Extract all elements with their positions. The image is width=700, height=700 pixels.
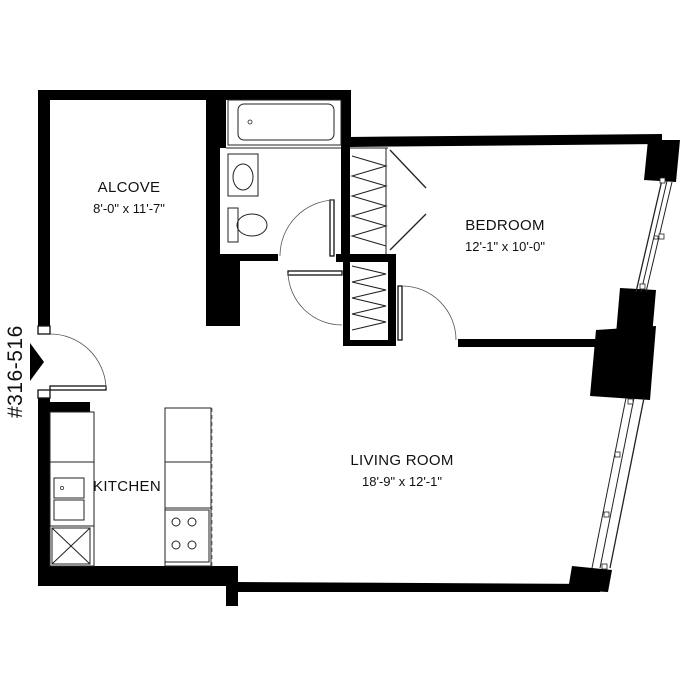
kitchen-sink (53, 477, 85, 521)
bedroom-dimensions: 12'-1" x 10'-0" (465, 239, 545, 254)
bathtub (227, 99, 342, 146)
bedroom-closet (350, 147, 427, 254)
bathroom-door (279, 199, 335, 257)
alcove-dimensions: 8'-0" x 11'-7" (93, 201, 165, 216)
entry-door (37, 325, 107, 399)
hall-closet (351, 265, 387, 331)
toilet (227, 207, 268, 243)
living-room-label: LIVING ROOM (350, 452, 453, 469)
unit-number: #316-516 (4, 325, 27, 418)
window-wall (591, 177, 673, 570)
kitchen-counter-left (49, 411, 95, 567)
walls (38, 90, 680, 606)
bedroom-label: BEDROOM (465, 217, 545, 234)
living-room-dimensions: 18'-9" x 12'-1" (362, 474, 442, 489)
dishwasher (51, 527, 91, 565)
hall-door (287, 270, 343, 326)
bedroom-door (397, 285, 457, 341)
entry-arrow-icon (30, 343, 44, 381)
stove (164, 509, 210, 563)
kitchen-label: KITCHEN (93, 478, 161, 495)
bathroom-sink (227, 153, 259, 197)
alcove-label: ALCOVE (98, 179, 161, 196)
kitchen-island (164, 407, 213, 567)
